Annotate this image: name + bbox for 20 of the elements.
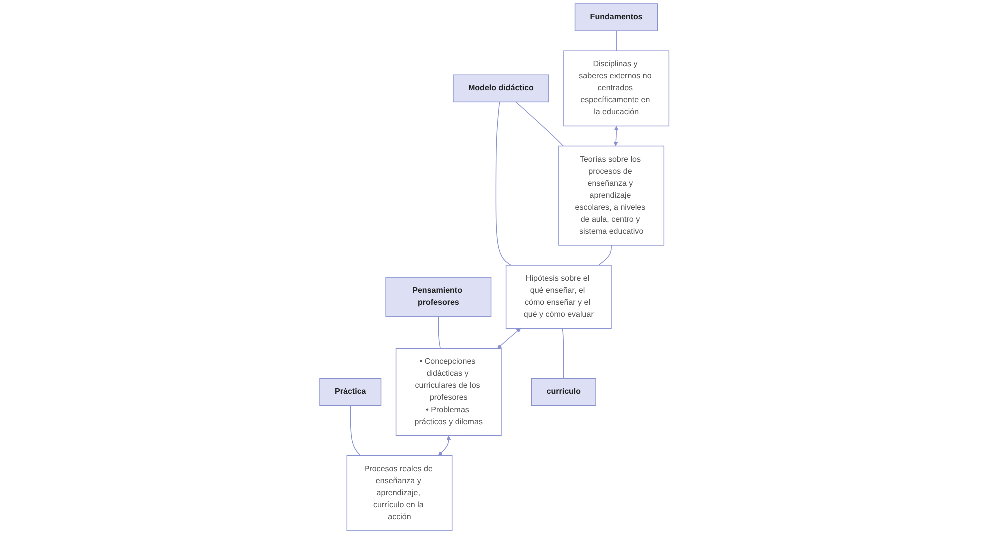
connector [598, 245, 612, 266]
node-box: • Concepciones didácticas y curriculares de los profesores • Problemas prácticos y dilemas [396, 348, 502, 436]
connector [516, 102, 564, 147]
node-box: Fundamentos [574, 4, 658, 32]
arrow [614, 126, 619, 146]
node-box: currículo [531, 378, 596, 406]
node-box: Disciplinas y saberes externos no centrados específicamente en la educación [564, 50, 670, 127]
connector [438, 316, 441, 350]
node-box: Práctica [320, 378, 382, 406]
connector [616, 30, 617, 52]
connector [562, 328, 564, 380]
node-box: Procesos reales de enseñanza y aprendizaje, currículo en la acción [346, 455, 453, 532]
node-box: Teorías sobre los procesos de enseñanza y aprendizaje escolares, a niveles de aula, centro y sistema educativo [558, 146, 664, 246]
arrow [438, 436, 451, 456]
arrow [497, 328, 521, 349]
node-box: Modelo didáctico [452, 74, 550, 103]
connector [350, 405, 362, 456]
node-box: Hipótesis sobre el qué enseñar, el cómo enseñar y el qué y cómo evaluar [506, 265, 612, 329]
connector [496, 102, 512, 266]
node-box: Pensamiento profesores [386, 277, 492, 317]
